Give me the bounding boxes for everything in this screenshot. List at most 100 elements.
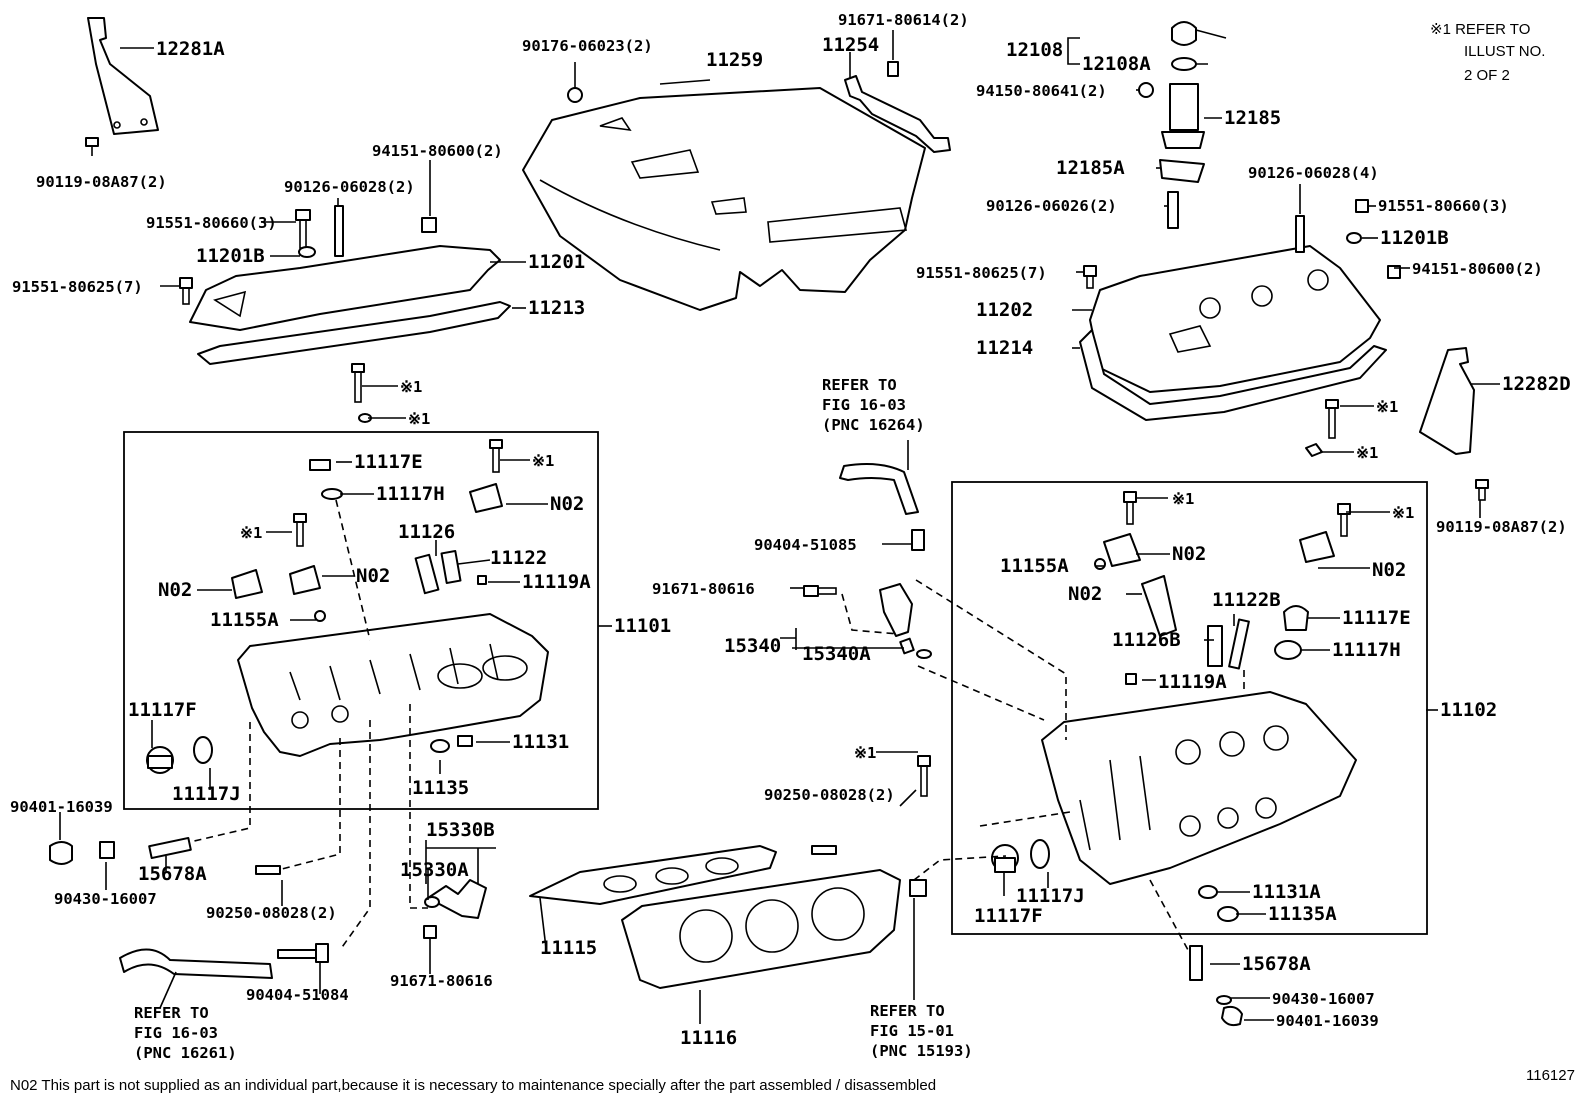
label-91671-80614: 91671-80614(2) [838,11,969,29]
label-90119-08A87-right: 90119-08A87(2) [1436,518,1567,536]
label-11117E-right: 11117E [1342,607,1411,629]
label-90401-16039-left: 90401-16039 [10,798,113,816]
label-N02-right-3: N02 [1068,583,1102,605]
refer-bottom-line-3: (PNC 15193) [870,1042,973,1060]
label-91551-80625-left: 91551-80625(7) [12,278,143,296]
label-11131A: 11131A [1252,881,1321,903]
label-12282D: 12282D [1502,373,1571,395]
label-11254: 11254 [822,34,879,56]
label-90250-08028-middle: 90250-08028(2) [764,786,895,804]
assembly-dashed-lines [189,499,1245,951]
label-91551-80660-left: 91551-80660(3) [146,214,277,232]
label-11101: 11101 [614,615,671,637]
label-90404-51084: 90404-51084 [246,986,349,1004]
label-15330A: 15330A [400,859,469,881]
label-11201B-right: 11201B [1380,227,1449,249]
label-11259: 11259 [706,49,763,71]
ref-mark-left-3: ※1 [532,452,554,470]
ref-mark-left-1: ※1 [400,378,422,396]
label-90430-16007-left: 90430-16007 [54,890,157,908]
footnote: N02 This part is not supplied as an indi… [10,1077,936,1094]
label-11119A-right: 11119A [1158,671,1227,693]
label-11135: 11135 [412,777,469,799]
label-11117J-left: 11117J [172,783,241,805]
ref-mark-middle: ※1 [854,744,876,762]
label-15330B: 15330B [426,819,495,841]
label-11131: 11131 [512,731,569,753]
ref-mark-right-1: ※1 [1376,398,1398,416]
label-11117H-right: 11117H [1332,639,1401,661]
engine-cover-drawing [522,87,926,311]
label-N02-left-2: N02 [158,579,192,601]
label-11115: 11115 [540,937,597,959]
label-N02-right-2: N02 [1372,559,1406,581]
label-90250-08028-left: 90250-08028(2) [206,904,337,922]
label-11126: 11126 [398,521,455,543]
left-head-group-box [123,431,599,810]
label-15678A-left: 15678A [138,863,207,885]
label-11201B-left: 11201B [196,245,265,267]
label-11119A-left: 11119A [522,571,591,593]
label-11117E-left: 11117E [354,451,423,473]
label-90430-16007-right: 90430-16007 [1272,990,1375,1008]
label-11214: 11214 [976,337,1033,359]
refer-bottom-line-2: FIG 15-01 [870,1022,954,1040]
label-91551-80625-right: 91551-80625(7) [916,264,1047,282]
label-91671-80616-middle: 91671-80616 [652,580,755,598]
refer-note-line-3: 2 OF 2 [1464,67,1510,84]
label-N02-left-1: N02 [550,493,584,515]
label-90176-06023: 90176-06023(2) [522,37,653,55]
label-15678A-right: 15678A [1242,953,1311,975]
cover-bracket-drawing [844,61,951,153]
label-91551-80660-right: 91551-80660(3) [1378,197,1509,215]
refer-middle-line-1: REFER TO [822,376,897,394]
refer-note: ※1 REFER TO ILLUST NO. 2 OF 2 [1430,21,1545,84]
hoses-and-sensors-drawing [49,463,1243,1027]
label-90126-06028-left: 90126-06028(2) [284,178,415,196]
part-labels: 12281A 90119-08A87(2) 90176-06023(2) 112… [10,11,1571,1062]
label-11117F-right: 11117F [974,905,1043,927]
label-12108A: 12108A [1082,53,1151,75]
ref-mark-right-2: ※1 [1356,444,1378,462]
label-15340A: 15340A [802,643,871,665]
label-11155A-right: 11155A [1000,555,1069,577]
label-11117H-left: 11117H [376,483,445,505]
label-11117F-left: 11117F [128,699,197,721]
ref-mark-left-4: ※1 [240,524,262,542]
label-90119-08A87-left: 90119-08A87(2) [36,173,167,191]
right-cylinder-head-drawing [991,491,1357,922]
label-11126B: 11126B [1112,629,1181,651]
label-11122B: 11122B [1212,589,1281,611]
refer-left-line-3: (PNC 16261) [134,1044,237,1062]
label-N02-right-1: N02 [1172,543,1206,565]
ref-mark-right-3: ※1 [1172,490,1194,508]
refer-note-line-1: ※1 REFER TO [1430,21,1530,38]
label-90126-06026: 90126-06026(2) [986,197,1117,215]
label-11116: 11116 [680,1027,737,1049]
refer-middle-line-2: FIG 16-03 [822,396,906,414]
right-head-group-box [951,481,1428,935]
label-12185: 12185 [1224,107,1281,129]
diagram-id: 116127 [1526,1067,1575,1084]
label-90126-06028-right: 90126-06028(4) [1248,164,1379,182]
label-12185A: 12185A [1056,157,1125,179]
label-11155A-left: 11155A [210,609,279,631]
label-90404-51085: 90404-51085 [754,536,857,554]
leader-lines [59,29,1500,1024]
label-11213: 11213 [528,297,585,319]
label-90401-16039-right: 90401-16039 [1276,1012,1379,1030]
label-15340: 15340 [724,635,781,657]
left-cam-cover-drawing [179,205,511,423]
refer-left-line-1: REFER TO [134,1004,209,1022]
label-91671-80616-bottom: 91671-80616 [390,972,493,990]
label-12108: 12108 [1006,39,1063,61]
right-cam-cover-drawing [1079,199,1401,457]
refer-note-line-2: ILLUST NO. [1464,43,1545,60]
label-11117J-right: 11117J [1016,885,1085,907]
refer-left-line-2: FIG 16-03 [134,1024,218,1042]
ref-mark-right-4: ※1 [1392,504,1414,522]
label-11102: 11102 [1440,699,1497,721]
left-cylinder-head-drawing [146,439,549,774]
refer-bottom-line-1: REFER TO [870,1002,945,1020]
